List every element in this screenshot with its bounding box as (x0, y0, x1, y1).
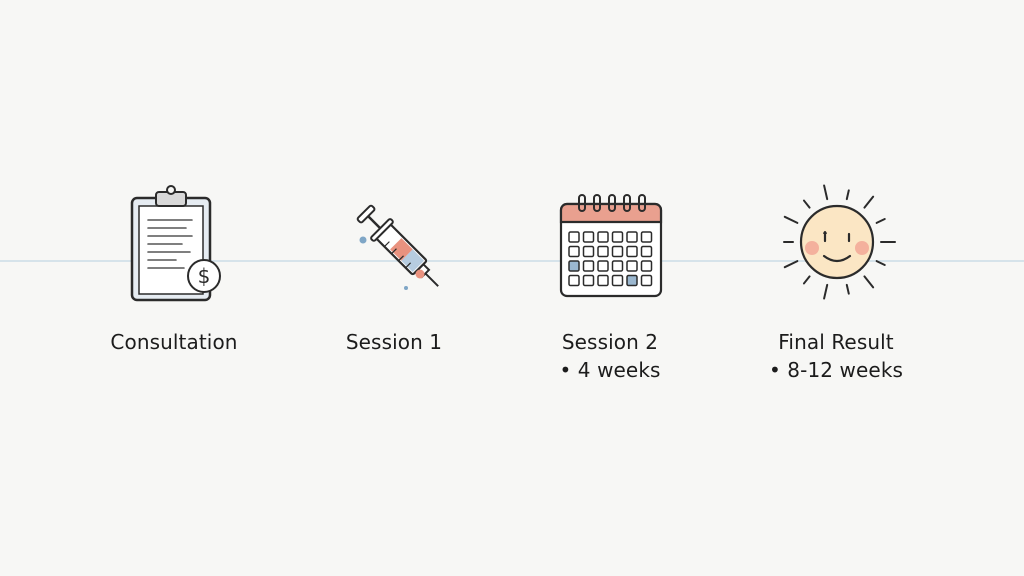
calendar-day-cell (568, 231, 580, 243)
step-4-title: Final Result (778, 330, 894, 354)
svg-text:$: $ (198, 264, 211, 288)
calendar-day-cell (597, 274, 609, 287)
calendar-day-cell (611, 274, 624, 287)
sun-ray (823, 283, 829, 300)
sun-ray (823, 184, 829, 201)
calendar-day-cell (611, 260, 624, 272)
calendar-day-cell (626, 274, 638, 287)
timeline-line (0, 260, 1024, 262)
calendar-day-cell (568, 260, 580, 272)
smiling-sun-icon (783, 184, 896, 300)
calendar-day-cell (597, 245, 609, 258)
sun-ray (875, 260, 886, 266)
calendar-day-cell (626, 245, 638, 258)
step-3-label: Session 2 • 4 weeks (510, 328, 710, 384)
sun-ray (802, 199, 811, 209)
calendar-day-cell (597, 260, 609, 272)
calendar-day-cell (597, 231, 609, 243)
calendar-day-cell (568, 245, 580, 258)
step-2-title: Session 1 (345, 330, 443, 354)
calendar-day-cell (568, 274, 580, 287)
step-2-label: Session 1 (294, 328, 494, 356)
calendar-day-cell (640, 260, 653, 272)
calendar-icon (559, 194, 663, 298)
step-3-title: Session 2 (561, 330, 659, 354)
clipboard-dollar-icon: $ (130, 185, 221, 302)
calendar-day-cell (626, 231, 638, 243)
calendar-day-cell (626, 260, 638, 272)
calendar-day-cell (611, 231, 624, 243)
sun-ray (863, 275, 875, 289)
step-3-detail: • 4 weeks (559, 358, 661, 382)
calendar-day-cell (611, 245, 624, 258)
calendar-day-cell (640, 245, 653, 258)
calendar-day-cell (582, 260, 595, 272)
calendar-day-cell (640, 231, 653, 243)
sun-ray (863, 195, 875, 209)
sun-ray (875, 218, 886, 224)
sun-ray (783, 260, 799, 269)
calendar-day-cell (582, 245, 595, 258)
step-4-detail: • 8-12 weeks (768, 358, 904, 382)
calendar-day-cell (582, 231, 595, 243)
sun-ray (783, 215, 799, 224)
step-1-label: Consultation (74, 328, 274, 356)
calendar-day-cell (582, 274, 595, 287)
sun-ray (845, 189, 850, 201)
calendar-day-cell (640, 274, 653, 287)
sun-ray (845, 283, 850, 295)
syringe-icon (356, 204, 439, 290)
sun-ray (802, 275, 811, 285)
step-1-title: Consultation (110, 330, 238, 354)
step-4-label: Final Result • 8-12 weeks (736, 328, 936, 384)
